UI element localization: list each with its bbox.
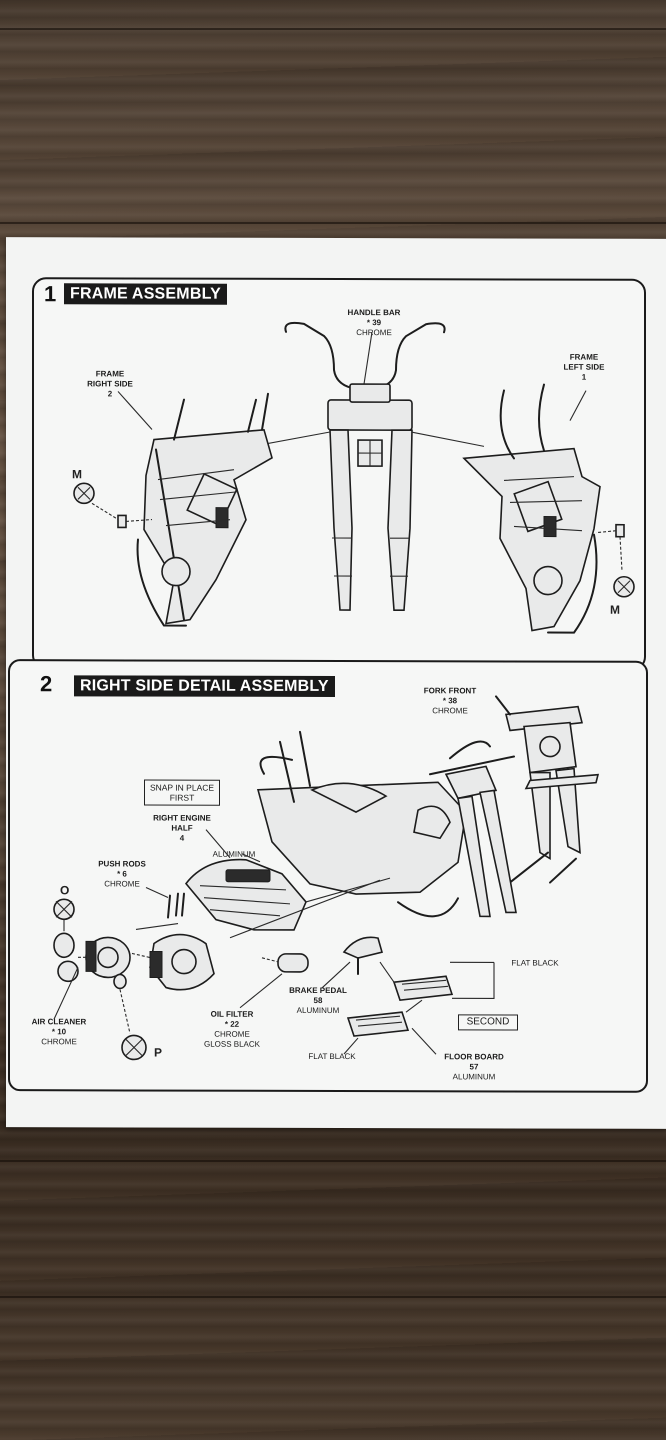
- instruction-sheet: 1 FRAME ASSEMBLY HANDLE BAR * 39 CHROME …: [6, 237, 666, 1129]
- plank-seam: [0, 1296, 666, 1298]
- plank-seam: [0, 28, 666, 30]
- right-side-detail-diagram: [53, 695, 600, 1061]
- plank-seam: [0, 1160, 666, 1162]
- right-side-detail-panel: 2 RIGHT SIDE DETAIL ASSEMBLY FORK FRONT …: [8, 659, 648, 1093]
- frame-assembly-panel: 1 FRAME ASSEMBLY HANDLE BAR * 39 CHROME …: [32, 277, 646, 671]
- frame-assembly-diagram: [73, 321, 635, 634]
- plank-seam: [0, 222, 666, 224]
